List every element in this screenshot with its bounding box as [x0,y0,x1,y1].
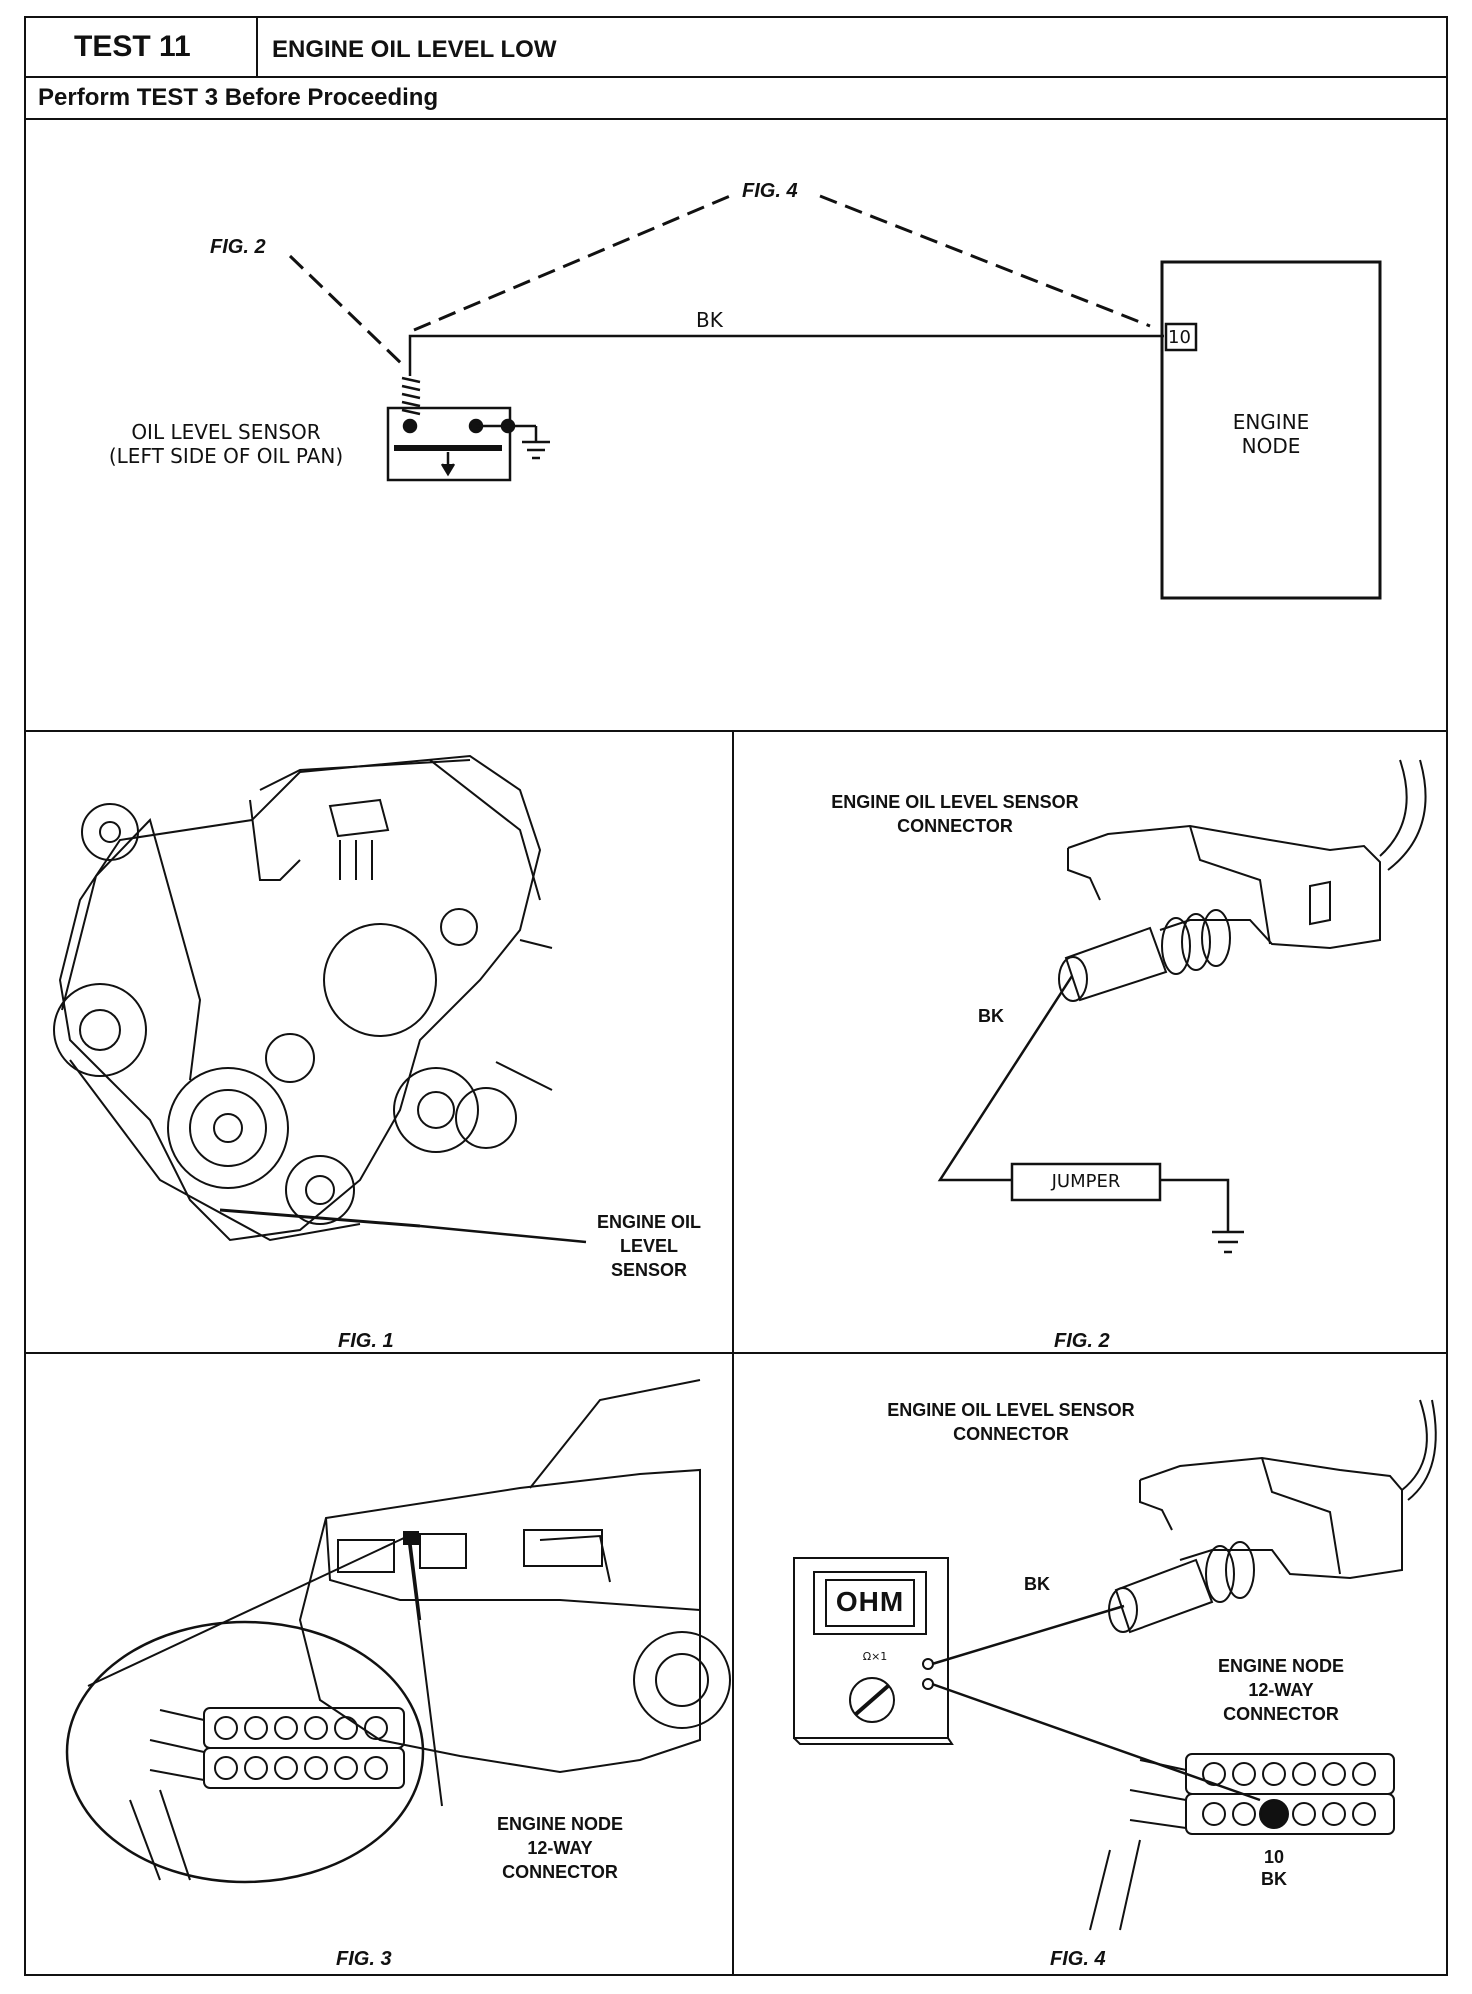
fig1-callout-line2: LEVEL [619,1236,678,1256]
ohmmeter-display-bezel [813,1571,927,1635]
engine-node-box [1160,260,1382,600]
fig2-bk-lead [937,975,1074,1182]
fig2-drawing [937,759,1427,1254]
fig3-connector-pins [214,1716,388,1780]
fig1-crank-pulley [167,1067,289,1189]
fig3-magnifier [65,1620,425,1884]
ohmmeter-range-label: Ω×1 [862,1650,888,1663]
fig2-caption: FIG. 2 [1054,1330,1110,1352]
fig1-ac-compressor [393,1067,479,1153]
fig1-caption: FIG. 1 [338,1330,394,1352]
fig4-bk-label: BK [1024,1574,1050,1594]
fig1-callout: ENGINE OIL LEVEL SENSOR [574,1210,724,1282]
ohmmeter-display-text: OHM [835,1586,905,1617]
oil-level-sensor-body [386,406,512,482]
bk-wire-label: BK [696,308,723,332]
fig2-jumper-box [1010,1162,1162,1202]
fig2-title: ENGINE OIL LEVEL SENSOR CONNECTOR [790,790,1120,838]
fig4-connector-row-bottom [1185,1793,1395,1835]
ohmmeter-body [793,1557,949,1739]
fig4-connector-row-top [1185,1753,1395,1795]
fig4-title-line2: CONNECTOR [953,1424,1069,1444]
fig2-title-line2: CONNECTOR [897,816,1013,836]
fig4-node-line3: CONNECTOR [1223,1704,1339,1724]
ground-symbol [522,426,550,460]
fig1-callout-line1: ENGINE OIL [596,1212,701,1232]
node-label-line2: NODE [1241,434,1301,458]
fig1-callout-line3: SENSOR [610,1260,688,1280]
sensor-label-line1: OIL LEVEL SENSOR [131,420,321,444]
pin-10-label: 10 [1168,327,1191,348]
fig3-wheel [633,1631,731,1729]
fig3-callout: ENGINE NODE 12-WAY CONNECTOR [470,1812,650,1884]
fig1-pulley-top [81,803,139,861]
fig2-jumper-label: JUMPER [1051,1171,1121,1192]
ohmmeter-display [825,1579,915,1627]
fig2-reference: FIG. 2 [210,236,266,258]
fig4-dashed-right [819,194,1151,328]
fig4-title: ENGINE OIL LEVEL SENSOR CONNECTOR [846,1398,1176,1446]
fig1-timing-cover [323,923,437,1037]
fig1-callout-leader [419,1224,587,1244]
fig4-node-line1: ENGINE NODE [1217,1656,1345,1676]
fig2-title-line1: ENGINE OIL LEVEL SENSOR [831,792,1079,812]
fig4-pin-number: 10 [1263,1847,1285,1867]
sensor-coil [401,376,421,416]
fig3-callout-line1: ENGINE NODE [496,1814,624,1834]
fig3-car-body [298,1468,701,1774]
sensor-terminal-1 [402,418,418,434]
engine-node-label: ENGINE NODE [1162,410,1380,458]
pin-10-box [1164,322,1198,352]
fig4-connector-body [1139,1456,1403,1580]
ohmmeter-jack-2 [922,1678,934,1690]
fig1-pulley-left [53,983,147,1077]
node-label-line1: ENGINE [1232,410,1310,434]
fig2-wire-stub [1064,926,1168,1002]
test-number: TEST 11 [74,30,191,63]
fig4-pin-10 [1259,1799,1289,1829]
ohmmeter-dial [849,1677,895,1723]
fig4-wire-stub [1114,1558,1214,1634]
fig3-drawing [65,1379,731,1884]
fig4-panel [732,1352,1448,1976]
test-title: ENGINE OIL LEVEL LOW [272,36,557,63]
ohmmeter-jack-1 [922,1658,934,1670]
fig4-drawing [793,1399,1437,1931]
fig4-pin-color: BK [1261,1869,1287,1889]
fig3-connector-row-bottom [203,1747,405,1789]
fig4-title-line1: ENGINE OIL LEVEL SENSOR [887,1400,1135,1420]
fig3-callout-line2: 12-WAY [527,1838,593,1858]
fig3-caption: FIG. 3 [336,1948,392,1970]
sensor-label-line2: (LEFT SIDE OF OIL PAN) [108,444,344,468]
bk-wire [408,334,1164,376]
fig4-connector-pins [1202,1762,1376,1829]
fig1-engine-drawing [53,754,587,1244]
fig4-node-label: ENGINE NODE 12-WAY CONNECTOR [1196,1654,1366,1726]
fig4-caption: FIG. 4 [1050,1948,1106,1970]
fig2-dashed-line [288,254,406,368]
fig4-node-line2: 12-WAY [1248,1680,1314,1700]
prerequisite-note: Perform TEST 3 Before Proceeding [38,84,439,111]
fig3-callout-line3: CONNECTOR [502,1862,618,1882]
fig2-connector-body [1067,824,1381,950]
fig2-ground-symbol [1212,1230,1244,1254]
oil-level-sensor-label: OIL LEVEL SENSOR (LEFT SIDE OF OIL PAN) [76,420,376,468]
fig2-bk-label: BK [978,1006,1004,1026]
fig4-dashed-left [413,194,731,332]
fig4-pin-label: 10 BK [1244,1846,1304,1890]
schematic-drawing [288,194,1382,600]
fig4-lead-sensor [931,1604,1125,1666]
fig4-reference: FIG. 4 [742,180,798,202]
